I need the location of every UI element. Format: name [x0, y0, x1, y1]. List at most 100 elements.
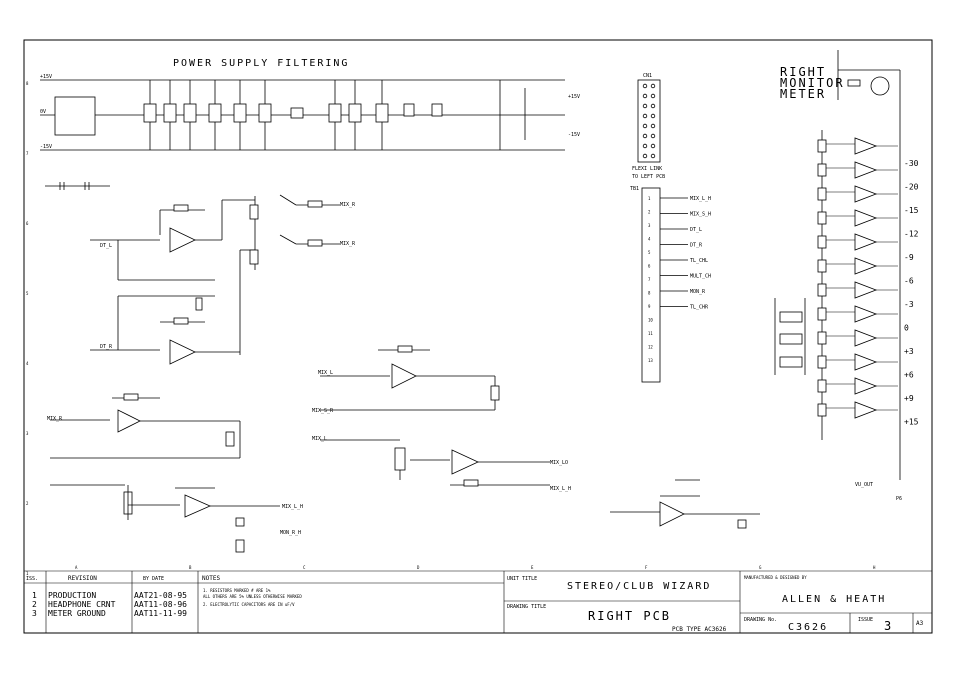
ladder-resistor [817, 307, 827, 321]
manufacturer-label: MANUFACTURED & DESIGNED BY [744, 575, 807, 580]
net-label: MIX_L [318, 370, 333, 376]
revision-name: METER GROUND [48, 609, 106, 618]
meter-db-label: -30 [904, 159, 919, 168]
rail-label: +15V [568, 94, 580, 100]
revision-issue: 2 [32, 600, 37, 609]
drawing-title: RIGHT PCB [588, 609, 671, 623]
revision-date: AAT11-08-96 [134, 600, 187, 609]
connector-pin [650, 83, 656, 89]
net-label: MON_R_H [280, 530, 301, 536]
ladder-resistor [817, 355, 827, 369]
comparator [854, 401, 878, 419]
grid-row-label: 3 [26, 431, 29, 436]
terminal-pin-number: 10 [648, 318, 653, 323]
net-label: MIX_R [47, 416, 63, 422]
meter-title-line: MONITOR [780, 76, 845, 90]
vu-driver [610, 479, 760, 529]
connector-pin [650, 123, 656, 129]
connector-caption: FLEXI LINK [632, 166, 662, 172]
meter-db-label: -20 [904, 183, 919, 192]
drawing-frame [23, 39, 933, 634]
meter-db-label: 0 [904, 324, 909, 333]
mix-r-stage [50, 393, 241, 459]
comparator [854, 209, 878, 227]
ladder-resistor [817, 259, 827, 273]
net-label: MIX_LO [550, 460, 568, 466]
revision-issue: 3 [32, 609, 37, 618]
unit-title: STEREO/CLUB WIZARD [567, 581, 711, 592]
comparator [854, 305, 878, 323]
comparator [854, 377, 878, 395]
net-label: DT_R [100, 344, 113, 350]
revision-date: AAT11-11-99 [134, 609, 187, 618]
connector-pin [650, 93, 656, 99]
meter-db-labels: -30-20-15-12-9-6-30+3+6+9+15 [904, 159, 919, 427]
net-label: MIX_S_R [312, 408, 334, 414]
meter-db-label: -3 [904, 300, 914, 309]
terminal-pin-number: 7 [648, 277, 651, 282]
connector-pin [642, 123, 648, 129]
connector-caption: TO LEFT PCB [632, 174, 665, 180]
grid-row-label: 4 [26, 361, 29, 366]
meter-db-label: +15 [904, 418, 919, 427]
connector-pin [650, 143, 656, 149]
comparator [854, 353, 878, 371]
comparator [854, 185, 878, 203]
terminal-nets: MIX_L_HMIX_S_HDT_LDT_RTL_CHLMULT_CHMON_R… [660, 196, 711, 311]
grid-column-label: B [189, 565, 192, 570]
net-label: MIX_L_H [282, 504, 303, 510]
comparator [854, 161, 878, 179]
title-block-lines [24, 571, 932, 633]
terminal-net-label: TL_CHR [690, 305, 709, 311]
terminal-pin-number: 6 [648, 264, 651, 269]
drawing-title-label: DRAWING TITLE [507, 604, 546, 610]
connector-pin [650, 113, 656, 119]
ladder-resistor [817, 283, 827, 297]
meter-db-label: -15 [904, 206, 919, 215]
terminal-pin-number: 9 [648, 304, 651, 309]
grid-column-label: D [417, 565, 420, 570]
vu-pin-label: P6 [896, 496, 902, 502]
decoupling-cap [143, 103, 157, 123]
rail-label: -15V [40, 144, 52, 150]
sheet-size: A3 [916, 620, 924, 627]
net-label: MIX_L_H [550, 486, 571, 492]
terminal-net-label: MON_R [690, 289, 706, 295]
comparator [854, 329, 878, 347]
notes-header: NOTES [202, 575, 220, 582]
drawing-no-label: DRAWING No. [744, 617, 777, 623]
rail-label: +15V [40, 74, 52, 80]
comparator [854, 257, 878, 275]
grid-column-label: F [645, 565, 648, 570]
connector-cn1 [637, 79, 661, 163]
note-line: 2. ELECTROLYTIC CAPACITORS ARE IN uF/V [203, 602, 295, 607]
grid-row-label: 6 [26, 221, 29, 226]
terminal-pin-number: 1 [648, 196, 651, 201]
power-supply-title: POWER SUPPLY FILTERING [173, 58, 349, 69]
decoupling-cap [208, 103, 222, 123]
grid-column-label: H [873, 565, 876, 570]
meter-db-label: -6 [904, 277, 914, 286]
terminal-pin-number: 13 [648, 358, 653, 363]
net-label: MIX_R [340, 202, 356, 208]
connector-pin [650, 153, 656, 159]
terminal-net-label: MIX_L_H [690, 196, 711, 202]
decoupling-cap [233, 103, 247, 123]
decoupling-cap [163, 103, 177, 123]
connector-pin [642, 143, 648, 149]
comparator [854, 233, 878, 251]
grid-column-label: E [531, 565, 534, 570]
power-filter-caps [290, 80, 526, 150]
meter-transistor [837, 50, 901, 480]
rail-label: -15V [568, 132, 580, 138]
meter-title-line: RIGHT [780, 65, 826, 79]
meter-ladder [817, 130, 898, 440]
meter-ref-resistors [774, 298, 806, 375]
connector-pin [642, 83, 648, 89]
grid-column-label: C [303, 565, 306, 570]
terminal-strip [641, 187, 661, 383]
net-label: MIX_R [340, 241, 356, 247]
vu-out-label: VU_OUT [855, 482, 873, 488]
